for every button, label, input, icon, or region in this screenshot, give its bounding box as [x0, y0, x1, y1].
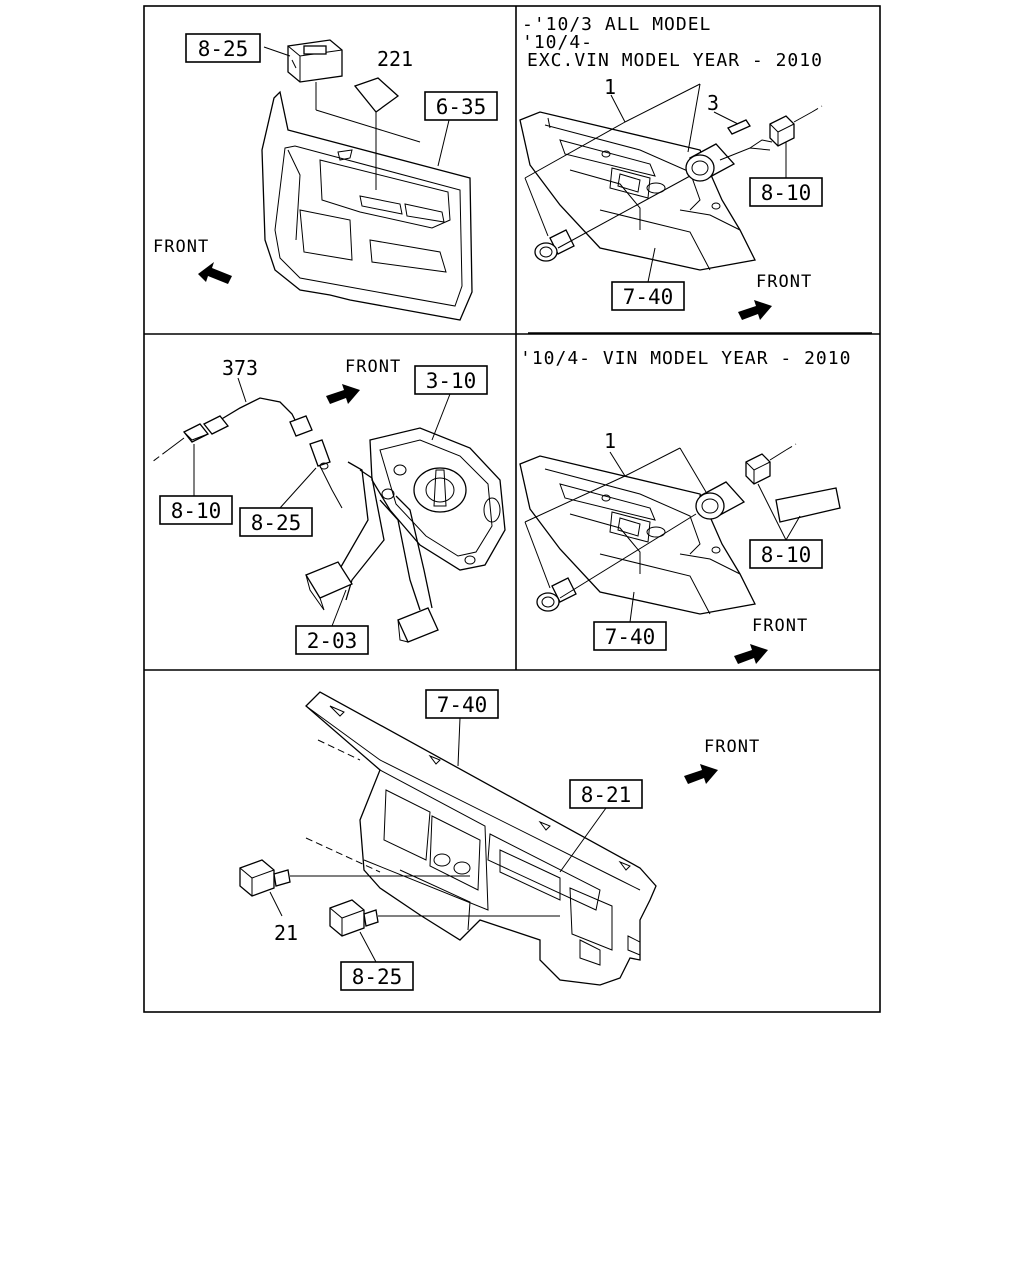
connector-part — [745, 443, 797, 485]
label-8-10: 8-10 — [761, 543, 812, 567]
applicability-note-line1: '10/4- VIN MODEL YEAR - 2010 — [520, 348, 851, 369]
door-panel-diagram: 8-25 221 6-35 FRONT — [153, 33, 498, 321]
label-2-03: 2-03 — [307, 629, 358, 653]
label-373: 373 — [222, 356, 258, 380]
label-6-35: 6-35 — [436, 95, 487, 119]
pedal-arms-part — [305, 461, 439, 643]
label-21: 21 — [274, 921, 298, 945]
front-arrow-icon — [198, 262, 232, 284]
front-arrow-icon — [326, 384, 360, 404]
door-trim-part — [261, 90, 473, 321]
dashboard-diagram: 7-40 FRONT 8-21 21 8-25 — [239, 689, 760, 991]
label-8-25: 8-25 — [198, 37, 249, 61]
diagram-frame — [143, 5, 881, 1013]
front-arrow-icon — [684, 764, 718, 784]
label-1: 1 — [604, 75, 616, 99]
lighter-after-diagram: '10/4- VIN MODEL YEAR - 2010 — [519, 348, 851, 664]
harness-373-part — [151, 397, 313, 463]
lighter-before-diagram: -'10/3 ALL MODEL '10/4- EXC.VIN MODEL YE… — [519, 14, 823, 320]
console-panel-part — [519, 455, 756, 615]
label-7-40: 7-40 — [437, 693, 488, 717]
lighter-socket-part — [685, 119, 771, 182]
label-8-25: 8-25 — [251, 511, 302, 535]
applicability-note-line1: -'10/3 ALL MODEL — [522, 14, 711, 35]
front-label: FRONT — [752, 616, 808, 636]
front-arrow-icon — [734, 644, 768, 664]
label-8-10: 8-10 — [761, 181, 812, 205]
window-switch-part — [287, 39, 343, 83]
applicability-note-line2: '10/4- — [522, 32, 593, 53]
lighter-socket-part — [695, 481, 746, 520]
label-8-10: 8-10 — [171, 499, 222, 523]
label-221: 221 — [377, 47, 413, 71]
label-8-21: 8-21 — [581, 783, 632, 807]
console-panel-part — [519, 111, 756, 271]
lighter-knob-part — [534, 229, 575, 262]
label-3: 3 — [707, 91, 719, 115]
label-7-40: 7-40 — [605, 625, 656, 649]
applicability-note-line3: EXC.VIN MODEL YEAR - 2010 — [527, 50, 823, 71]
front-label: FRONT — [704, 737, 760, 757]
pedal-diagram: 373 FRONT 3-10 8-10 8-25 2-03 — [151, 356, 506, 655]
switch-part-8-25 — [329, 899, 379, 937]
instrument-panel-part — [305, 691, 657, 986]
stop-switch-part — [309, 439, 343, 509]
front-arrow-icon — [738, 300, 772, 320]
label-1: 1 — [604, 429, 616, 453]
label-3-10: 3-10 — [426, 369, 477, 393]
label-7-40: 7-40 — [623, 285, 674, 309]
label-8-25: 8-25 — [352, 965, 403, 989]
cover-part-221 — [353, 77, 400, 113]
front-label: FRONT — [153, 237, 209, 257]
pedal-bracket-part — [369, 427, 506, 571]
front-label: FRONT — [345, 357, 401, 377]
switch-part-21 — [239, 859, 291, 897]
lighter-knob-part — [536, 577, 577, 612]
insulator-sheet-part — [775, 487, 841, 523]
connector-part — [749, 105, 823, 149]
front-label: FRONT — [756, 272, 812, 292]
